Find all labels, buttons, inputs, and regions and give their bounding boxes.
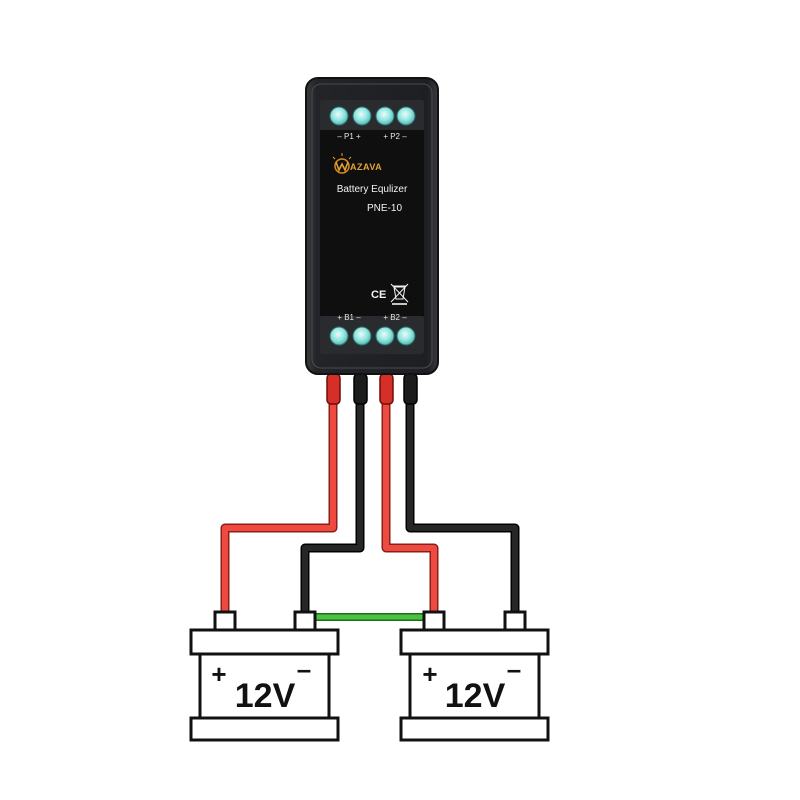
model-number: PNE-10: [367, 203, 402, 214]
equalizer-device: [305, 77, 439, 375]
label-p2: + P2 –: [383, 132, 407, 141]
wires: [220, 398, 520, 621]
weee-bin-icon: [390, 283, 409, 305]
top-terminals: [329, 106, 416, 126]
label-b1: + B1 –: [337, 313, 361, 322]
terminal-b2-neg: [396, 326, 416, 346]
terminal-b2-pos: [375, 326, 395, 346]
wire-b2-negative: [405, 398, 520, 612]
brand-name: AZAVA: [350, 162, 382, 172]
brand-logo: [332, 153, 352, 174]
battery-1-plus: +: [211, 659, 226, 689]
terminal-b1-pos: [329, 326, 349, 346]
cable-boots: [326, 373, 418, 405]
battery-1-minus: –: [297, 654, 311, 684]
terminal-b1-neg: [352, 326, 372, 346]
battery-1-voltage: 12V: [235, 677, 296, 715]
product-name: Battery Equlizer: [337, 184, 408, 195]
battery-2-voltage: 12V: [445, 677, 506, 715]
ce-mark: CE: [371, 289, 386, 301]
terminal-p2-neg: [396, 106, 416, 126]
battery-2-minus: –: [507, 654, 521, 684]
terminal-p1-neg: [329, 106, 349, 126]
battery-1: [189, 610, 340, 742]
terminal-p2-pos: [375, 106, 395, 126]
battery-2-plus: +: [422, 659, 437, 689]
battery-2: [399, 610, 550, 742]
label-p1: – P1 +: [337, 132, 361, 141]
bottom-terminals: [329, 326, 416, 346]
wire-b1-positive: [220, 398, 338, 612]
label-b2: + B2 –: [383, 313, 407, 322]
terminal-p1-pos: [352, 106, 372, 126]
